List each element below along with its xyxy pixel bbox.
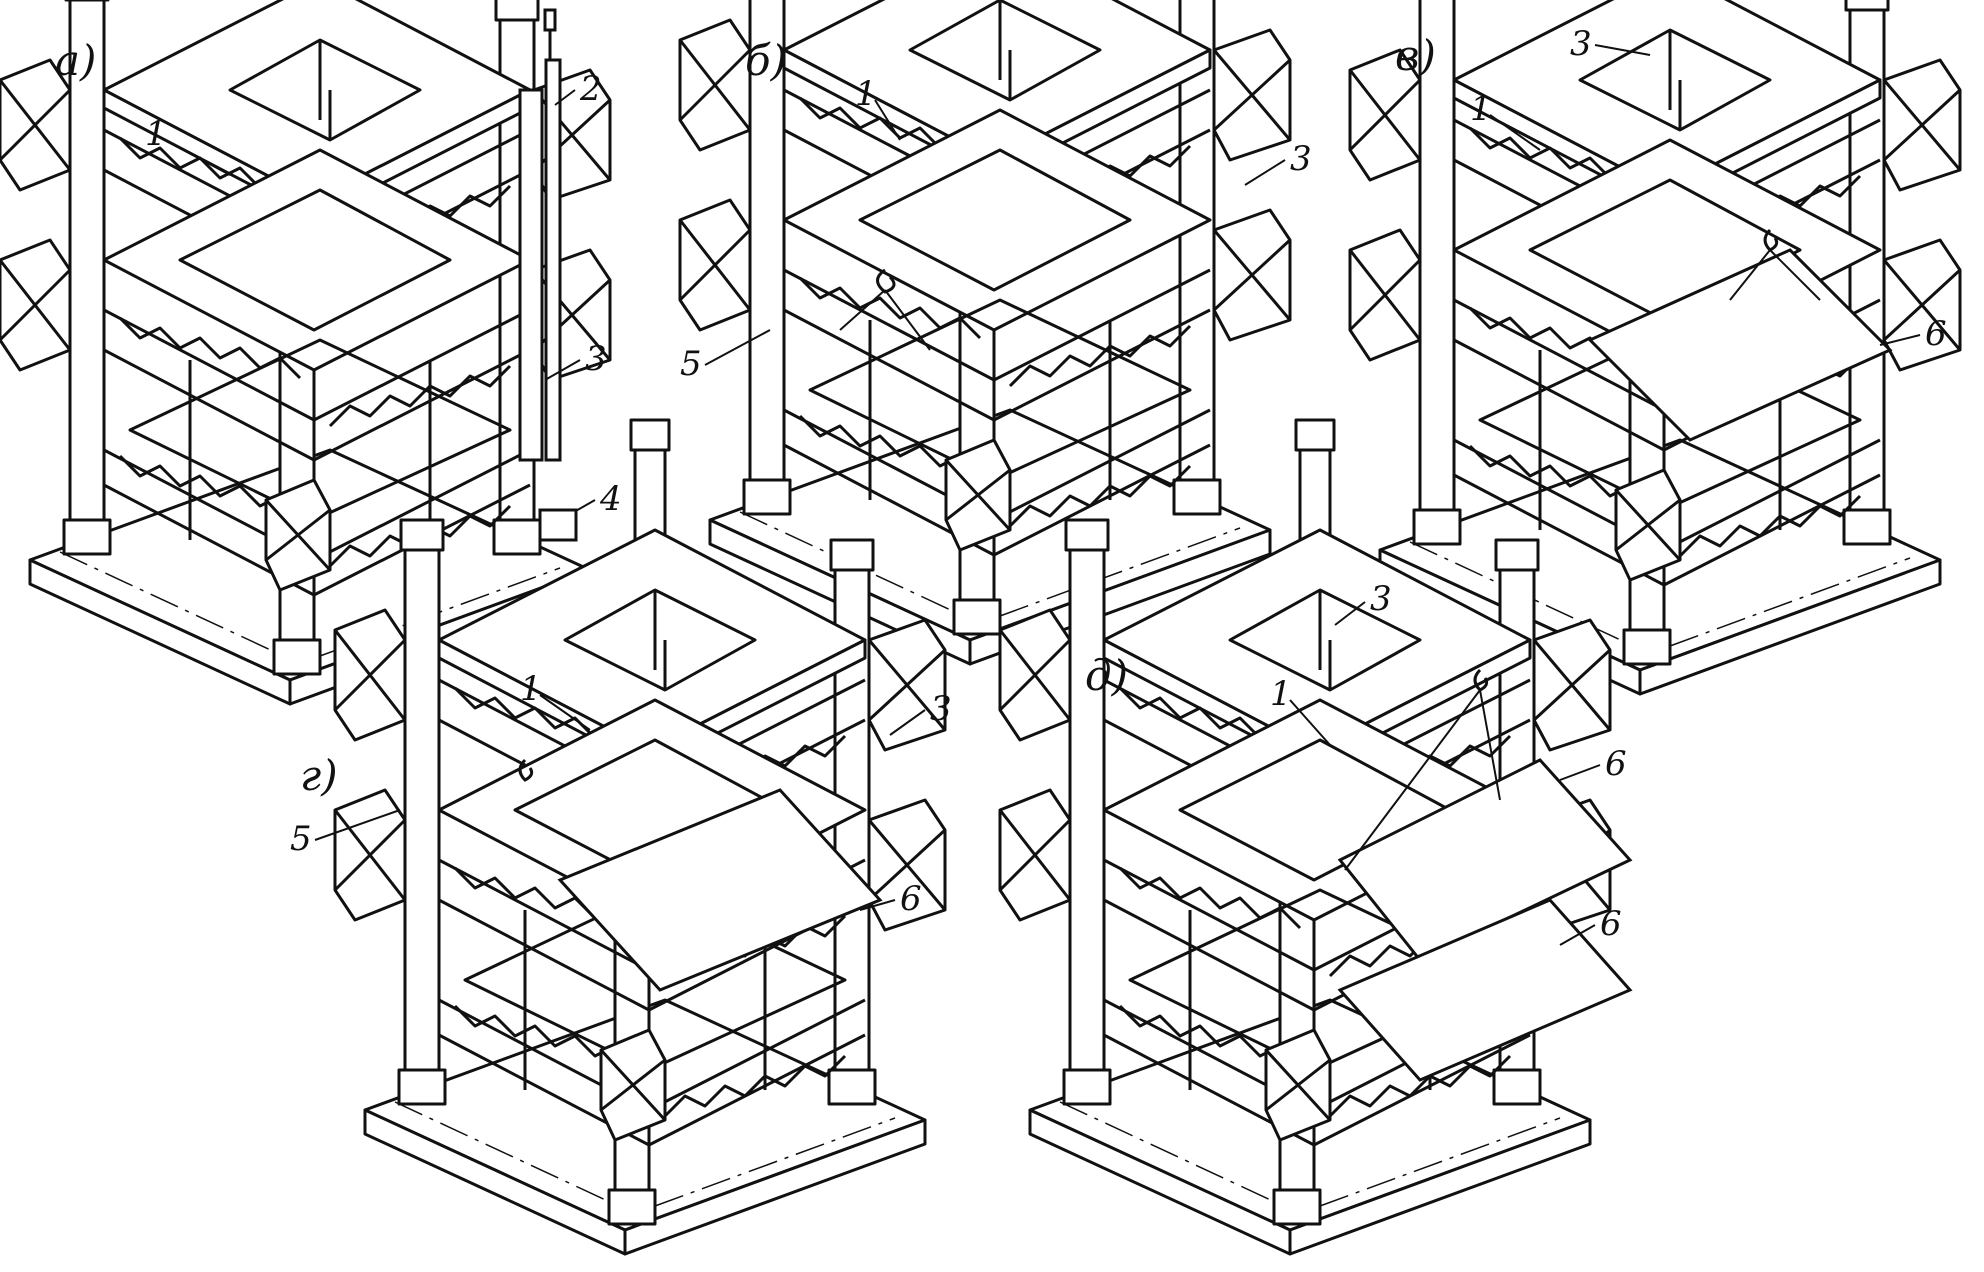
panel-v: в) 3 1 6 <box>1348 0 1962 696</box>
panel-g: г) 1 3 5 6 <box>290 418 952 1256</box>
label-1-b: 1 <box>855 74 877 114</box>
panel-letter-a: а) <box>55 36 96 85</box>
label-3-g: 3 <box>930 689 952 729</box>
label-4-a: 4 <box>599 479 622 519</box>
label-3-a: 3 <box>585 339 607 379</box>
panel-b: б) 1 3 5 <box>678 0 1312 666</box>
label-6-v: 6 <box>1925 314 1947 354</box>
label-1-d: 1 <box>1270 674 1292 714</box>
panel-d: д) 1 3 6 6 <box>998 418 1633 1256</box>
label-6a-d: 6 <box>1605 744 1627 784</box>
label-3-b: 3 <box>1290 139 1312 179</box>
label-1-g: 1 <box>520 669 542 709</box>
label-3-v: 3 <box>1570 24 1592 64</box>
label-1-a: 1 <box>145 114 167 154</box>
label-6b-d: 6 <box>1600 904 1622 944</box>
label-5-g: 5 <box>290 819 312 859</box>
panel-letter-d: д) <box>1085 651 1128 700</box>
label-3-d: 3 <box>1370 579 1392 619</box>
panel-letter-g: г) <box>300 751 338 800</box>
label-6-g: 6 <box>900 879 922 919</box>
panel-letter-v: в) <box>1395 31 1436 80</box>
panel-a: а) 1 2 3 4 <box>0 0 622 706</box>
label-2-a: 2 <box>579 69 602 109</box>
label-5-b: 5 <box>680 344 702 384</box>
panel-letter-b: б) <box>745 36 787 85</box>
label-1-v: 1 <box>1470 89 1492 129</box>
